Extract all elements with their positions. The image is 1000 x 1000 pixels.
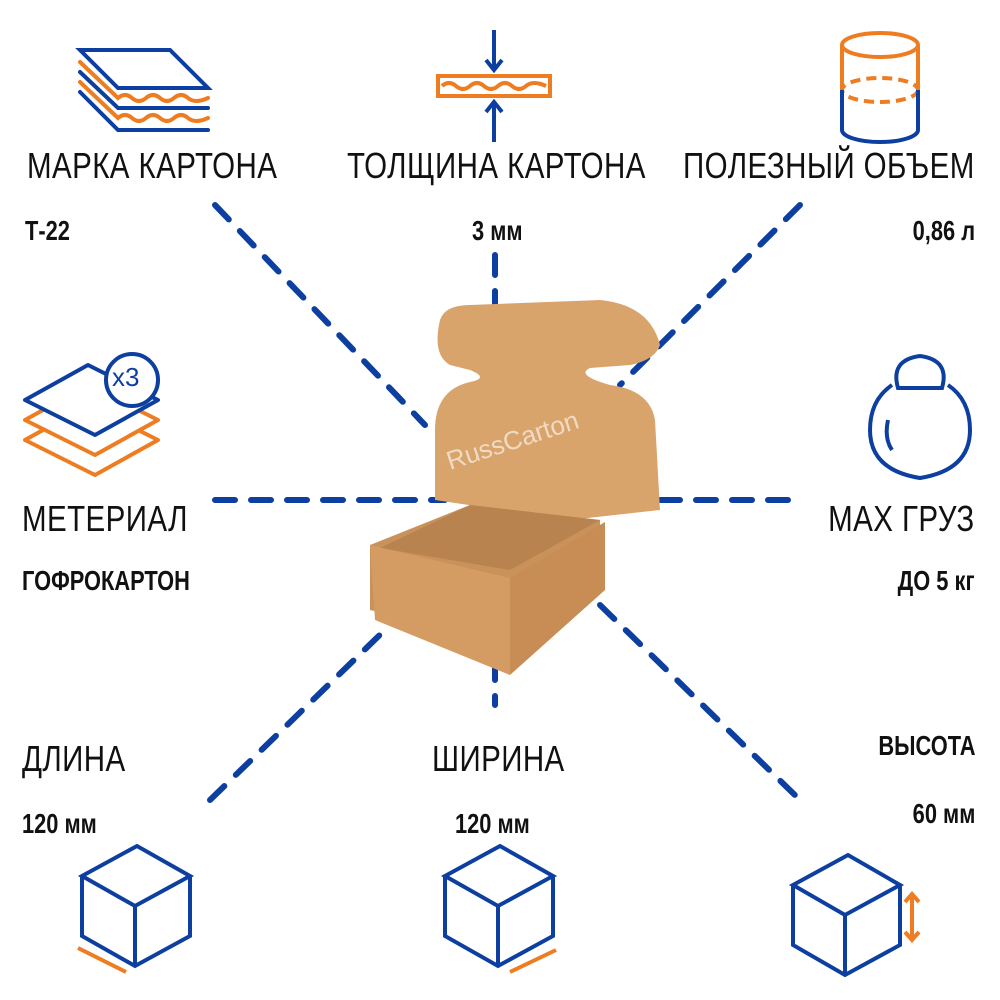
width-title: ШИРИНА <box>432 738 565 779</box>
thickness-value: 3 мм <box>472 215 523 246</box>
material-value: ГОФРОКАРТОН <box>22 565 190 596</box>
box-image: RussCarton <box>370 300 660 675</box>
width-value: 120 мм <box>455 808 530 839</box>
length-title: ДЛИНА <box>22 738 126 779</box>
height-title: ВЫСОТА <box>877 730 975 761</box>
volume-title: ПОЛЕЗНЫЙ ОБЪЕМ <box>683 145 975 186</box>
material-badge: x3 <box>112 362 140 392</box>
cube-width-icon <box>440 843 558 974</box>
cube-height-icon <box>788 852 921 978</box>
max-load-value: ДО 5 кг <box>898 565 975 596</box>
cylinder-volume-icon <box>840 31 920 144</box>
volume-value: 0,86 л <box>912 215 975 246</box>
max-load-title: MAX ГРУЗ <box>828 498 975 539</box>
cube-length-icon <box>77 843 195 974</box>
cardboard-layers-icon <box>75 48 213 132</box>
height-value: 60 мм <box>912 798 975 829</box>
grade-value: Т-22 <box>25 215 70 246</box>
length-value: 120 мм <box>22 808 97 839</box>
thickness-icon <box>436 30 552 142</box>
thickness-title: ТОЛЩИНА КАРТОНА <box>347 145 646 186</box>
grade-title: МАРКА КАРТОНА <box>27 145 278 186</box>
kettlebell-icon <box>867 353 973 481</box>
dashed-connectors <box>207 202 803 803</box>
material-title: МЕТЕРИАЛ <box>22 498 188 539</box>
material-layers-icon <box>23 352 160 477</box>
